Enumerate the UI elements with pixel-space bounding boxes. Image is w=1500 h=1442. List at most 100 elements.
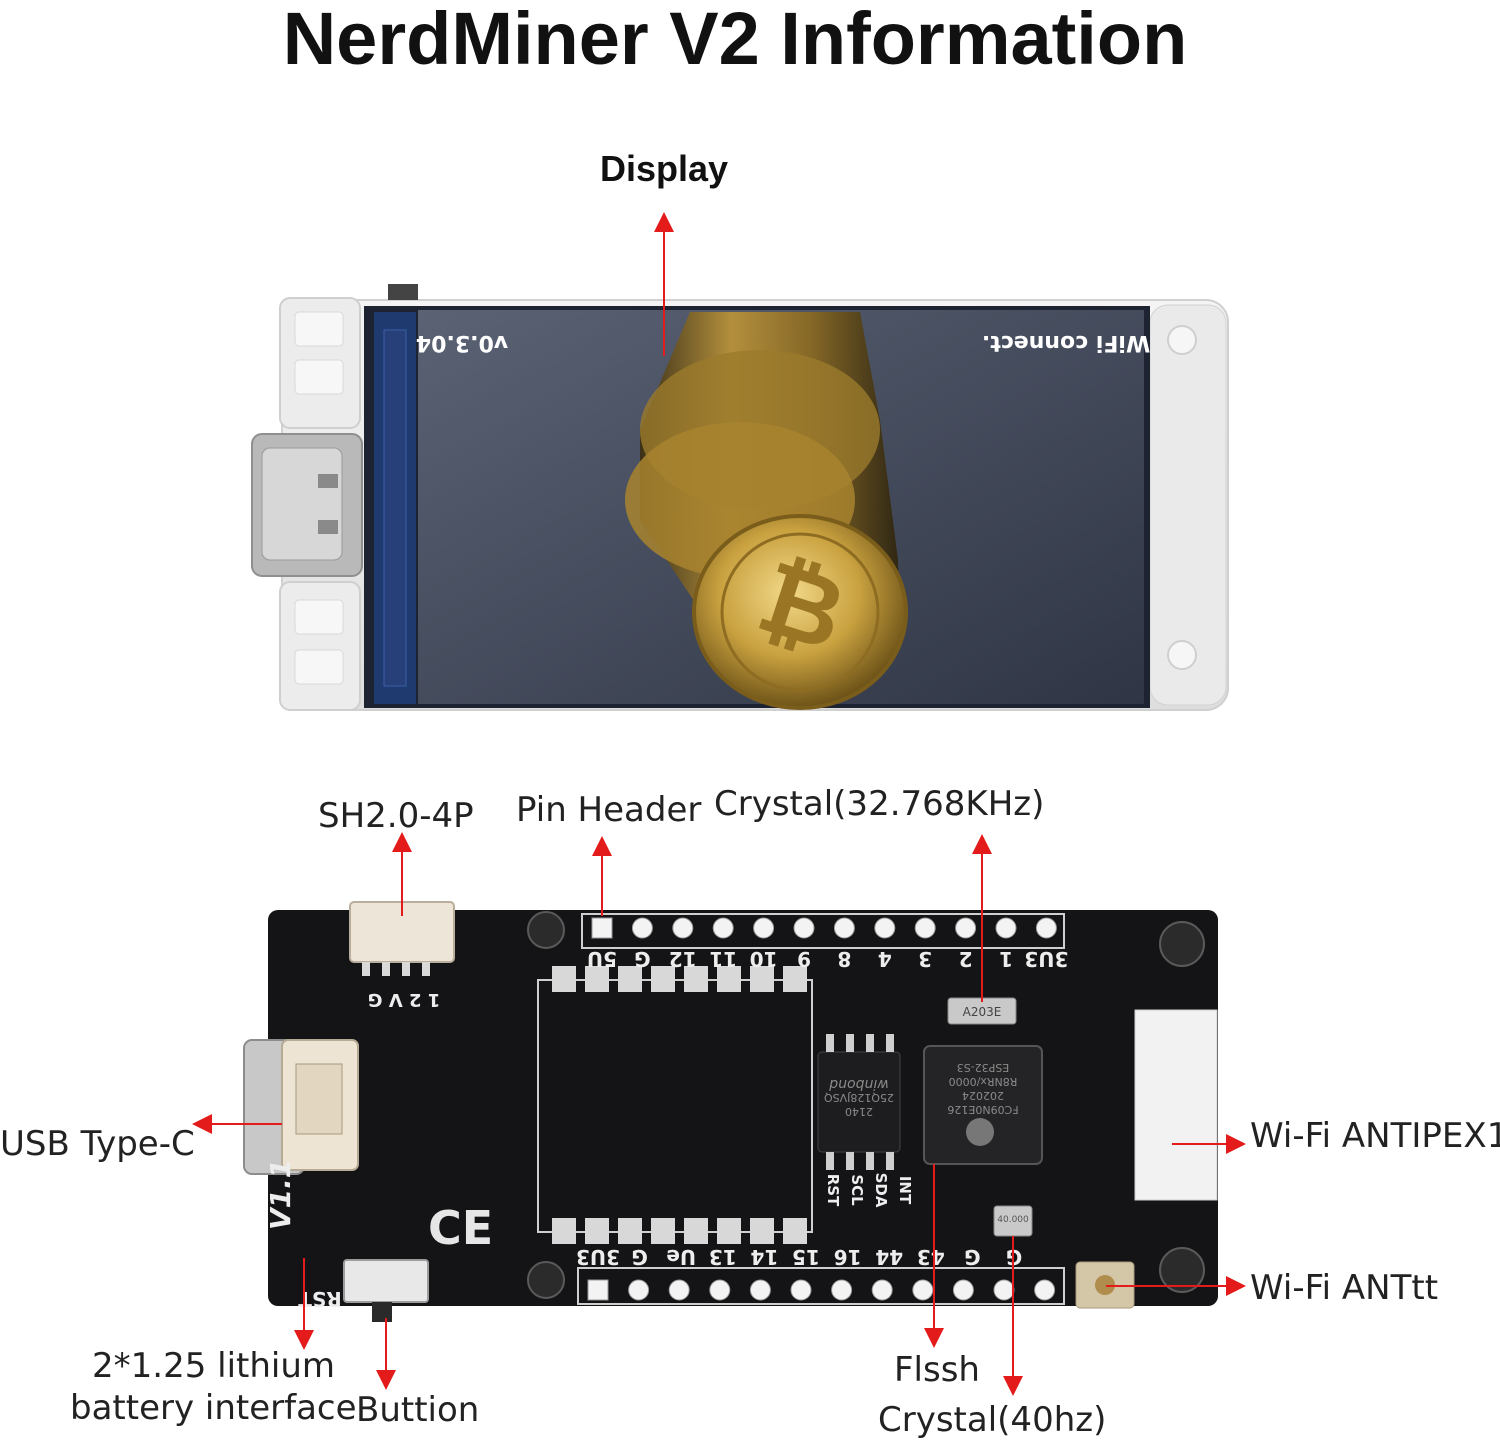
top-pin-label: 2	[959, 947, 973, 971]
bottom-pin-label: 13	[709, 1245, 737, 1269]
arrow-up-icon	[592, 836, 612, 856]
rtc-marking: A203E	[963, 1005, 1002, 1019]
smd-pad	[585, 966, 609, 992]
i2c-pin-label: INT	[896, 1176, 914, 1205]
page-title: NerdMiner V2 Information	[282, 0, 1188, 80]
display-arrow-icon	[654, 212, 674, 232]
top-pin-label: 11	[709, 947, 737, 971]
pin-pad	[955, 917, 977, 939]
bottom-pin-label: Ue	[666, 1245, 696, 1269]
callout-pointers	[212, 848, 1232, 1378]
i2c-pin-label: SDA	[872, 1173, 890, 1208]
top-pin-label: 9	[797, 947, 811, 971]
arrow-right-icon	[1226, 1134, 1246, 1154]
label-wifi-antipex: Wi-Fi ANTIPEX1	[1250, 1116, 1500, 1156]
label-pin-header: Pin Header	[516, 790, 702, 830]
smd-pad	[783, 1218, 807, 1244]
pin-pad	[753, 917, 775, 939]
smd-pad	[618, 966, 642, 992]
esp32-chip	[923, 1045, 1043, 1165]
i2c-pin-label: SCL	[848, 1174, 866, 1206]
top-pin-label: 3	[918, 947, 932, 971]
label-battery-line1: 2*1.25 lithium	[92, 1346, 336, 1386]
pin-pad	[912, 1279, 934, 1301]
smd-pad	[684, 966, 708, 992]
arrow-down-icon	[1003, 1376, 1023, 1396]
bottom-pin-label: 14	[750, 1245, 778, 1269]
smd-pad	[750, 966, 774, 992]
esp-chip-text: FC09N0E126	[947, 1103, 1018, 1116]
arrow-up-icon	[972, 834, 992, 854]
smd-pad	[552, 1218, 576, 1244]
flash-chip	[817, 1051, 901, 1153]
smd-pad	[651, 966, 675, 992]
espressif-logo-icon	[966, 1118, 994, 1146]
label-crystal-main: Crystal(40hz)	[878, 1400, 1107, 1440]
pin-pad	[790, 1279, 812, 1301]
chip-leg	[866, 1152, 874, 1170]
chip-leg	[866, 1034, 874, 1052]
arrow-right-icon	[1226, 1276, 1246, 1296]
label-usb: USB Type-C	[0, 1124, 195, 1164]
pin-pad	[628, 1279, 650, 1301]
label-button: Buttion	[356, 1390, 480, 1430]
smd-pad	[618, 1218, 642, 1244]
top-pin-label: 1	[999, 947, 1013, 971]
esp-chip-text: R8NRx/0000	[949, 1075, 1018, 1088]
arrow-down-icon	[376, 1370, 396, 1390]
label-sh-connector: SH2.0-4P	[318, 796, 474, 836]
esp-chip-text: 202024	[962, 1089, 1004, 1102]
pin-pad	[995, 917, 1017, 939]
ce-mark-icon: CE	[428, 1201, 493, 1255]
top-pin-label: 4	[878, 947, 892, 971]
top-pin-pads	[591, 917, 1057, 939]
bottom-pin-label: 16	[834, 1245, 862, 1269]
crystal-marking: 40.000	[997, 1215, 1029, 1225]
pin-pad	[833, 917, 855, 939]
pin-pad	[587, 1279, 609, 1301]
smd-pad	[651, 1218, 675, 1244]
pin-pad	[793, 917, 815, 939]
i2c-pin-label: RST	[824, 1174, 842, 1207]
label-crystal-rtc: Crystal(32.768KHz)	[714, 784, 1045, 824]
top-pin-label: G	[634, 947, 650, 971]
screen-wifi-text: WiFi connect.	[982, 330, 1150, 355]
pin-pad	[712, 917, 734, 939]
screen-version-text: v0.3.04	[416, 330, 508, 355]
usb-c-connector-top	[251, 433, 363, 577]
label-display: Display	[600, 148, 729, 189]
label-battery-line2: battery interface	[70, 1388, 357, 1428]
pin-pad	[1035, 917, 1057, 939]
bottom-pin-label: 43	[917, 1245, 945, 1269]
smd-pad	[552, 966, 576, 992]
pin-pad	[874, 917, 896, 939]
rst-silk-label: RST	[298, 1287, 342, 1311]
chip-leg	[846, 1034, 854, 1052]
pin-pad	[668, 1279, 690, 1301]
smd-pad	[717, 966, 741, 992]
top-pin-label: 3U3	[1024, 947, 1068, 971]
bottom-pin-label: 44	[875, 1245, 903, 1269]
bottom-pin-label: G	[964, 1245, 980, 1269]
connector-silk-label: 1 2 V G	[368, 989, 441, 1010]
flash-chip-text: winbond	[829, 1076, 889, 1092]
arrow-up-icon	[392, 832, 412, 852]
top-pin-label: 12	[669, 947, 697, 971]
smd-pad	[750, 1218, 774, 1244]
top-pin-label: 10	[750, 947, 778, 971]
pin-pad	[709, 1279, 731, 1301]
screw-icon	[1159, 1247, 1205, 1293]
pin-pad	[1034, 1279, 1056, 1301]
arrow-down-icon	[924, 1328, 944, 1348]
flash-chip-text: 25Q128JVSQ	[824, 1091, 894, 1104]
smd-pad	[684, 1218, 708, 1244]
chip-leg	[826, 1152, 834, 1170]
bottom-pin-label: 15	[792, 1245, 820, 1269]
bitcoin-coin-stack-icon: ₿	[625, 312, 908, 710]
pin-pad	[831, 1279, 853, 1301]
top-pin-label: 8	[837, 947, 851, 971]
pin-pad	[993, 1279, 1015, 1301]
